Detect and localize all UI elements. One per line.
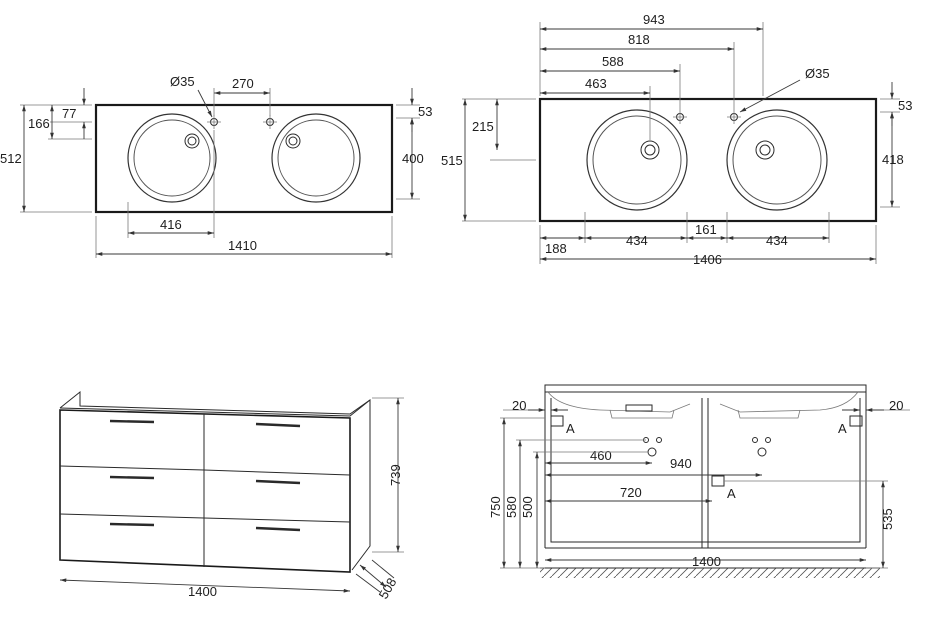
dim-215: 215 xyxy=(472,119,494,134)
dim-1406: 1406 xyxy=(693,252,722,267)
dim-cabinet-depth: 508 xyxy=(376,575,400,601)
left-drain-icon-2 xyxy=(640,140,660,160)
dim-back-height: 53 xyxy=(418,104,432,119)
dim-515: 515 xyxy=(441,153,463,168)
dim-434-right: 434 xyxy=(766,233,788,248)
dim-cabinet-width: 1400 xyxy=(188,584,217,599)
dim-hole-diameter: Ø35 xyxy=(170,74,195,89)
fixing-bracket-left xyxy=(550,415,564,427)
right-drain-icon-2 xyxy=(755,140,775,160)
dim-basin-width: 416 xyxy=(160,217,182,232)
dim-434-left: 434 xyxy=(626,233,648,248)
drain-point-right xyxy=(757,447,767,457)
right-drain-icon xyxy=(285,133,301,149)
dim-left-20: 20 xyxy=(512,398,526,413)
dim-total-width: 1410 xyxy=(228,238,257,253)
dim-total-depth: 512 xyxy=(0,151,22,166)
dim-463: 463 xyxy=(585,76,607,91)
drain-point-left xyxy=(647,447,657,457)
cabinet-perspective-view: 739 1400 508 xyxy=(59,390,404,602)
section-view: A A A 20 20 460 940 720 1400 750 580 500 xyxy=(488,384,910,578)
dim-161: 161 xyxy=(695,222,717,237)
dim-right-20: 20 xyxy=(889,398,903,413)
dim-basin-offset: 166 xyxy=(28,116,50,131)
right-basin-2 xyxy=(726,109,828,211)
countertop-outline xyxy=(94,103,394,214)
left-basin-inner xyxy=(133,119,211,197)
dim-1400-section: 1400 xyxy=(692,554,721,569)
dim-750: 750 xyxy=(488,496,503,518)
mark-a-center: A xyxy=(727,486,736,501)
dim-hole-spacing: 270 xyxy=(232,76,254,91)
dim-basin-depth: 400 xyxy=(402,151,424,166)
fixing-bracket-right xyxy=(849,415,863,427)
mark-a-right: A xyxy=(838,421,847,436)
dim-460: 460 xyxy=(590,448,612,463)
dim-hole-diameter-2: Ø35 xyxy=(805,66,830,81)
right-basin-inner xyxy=(277,119,355,197)
dim-588: 588 xyxy=(602,54,624,69)
right-basin xyxy=(271,113,361,203)
dim-53-right: 53 xyxy=(898,98,912,113)
dim-818: 818 xyxy=(628,32,650,47)
dim-940: 940 xyxy=(670,456,692,471)
dim-943: 943 xyxy=(643,12,665,27)
fixing-bracket-center xyxy=(711,475,725,487)
dim-418: 418 xyxy=(882,152,904,167)
dim-720: 720 xyxy=(620,485,642,500)
top-left-basin-view: Ø35 270 512 166 77 53 400 416 1410 xyxy=(0,74,432,258)
mark-a-left: A xyxy=(566,421,575,436)
left-basin xyxy=(127,113,217,203)
left-basin-2 xyxy=(586,109,688,211)
left-drain-icon xyxy=(184,133,200,149)
countertop-outline-2 xyxy=(538,97,878,223)
dim-cabinet-height: 739 xyxy=(388,464,403,486)
dim-580: 580 xyxy=(504,496,519,518)
dim-hole-offset: 77 xyxy=(62,106,76,121)
top-right-basin-view: 943 818 588 463 Ø35 515 215 53 418 188 4… xyxy=(441,12,912,267)
dim-535: 535 xyxy=(880,508,895,530)
dim-188: 188 xyxy=(545,241,567,256)
dim-500: 500 xyxy=(520,496,535,518)
